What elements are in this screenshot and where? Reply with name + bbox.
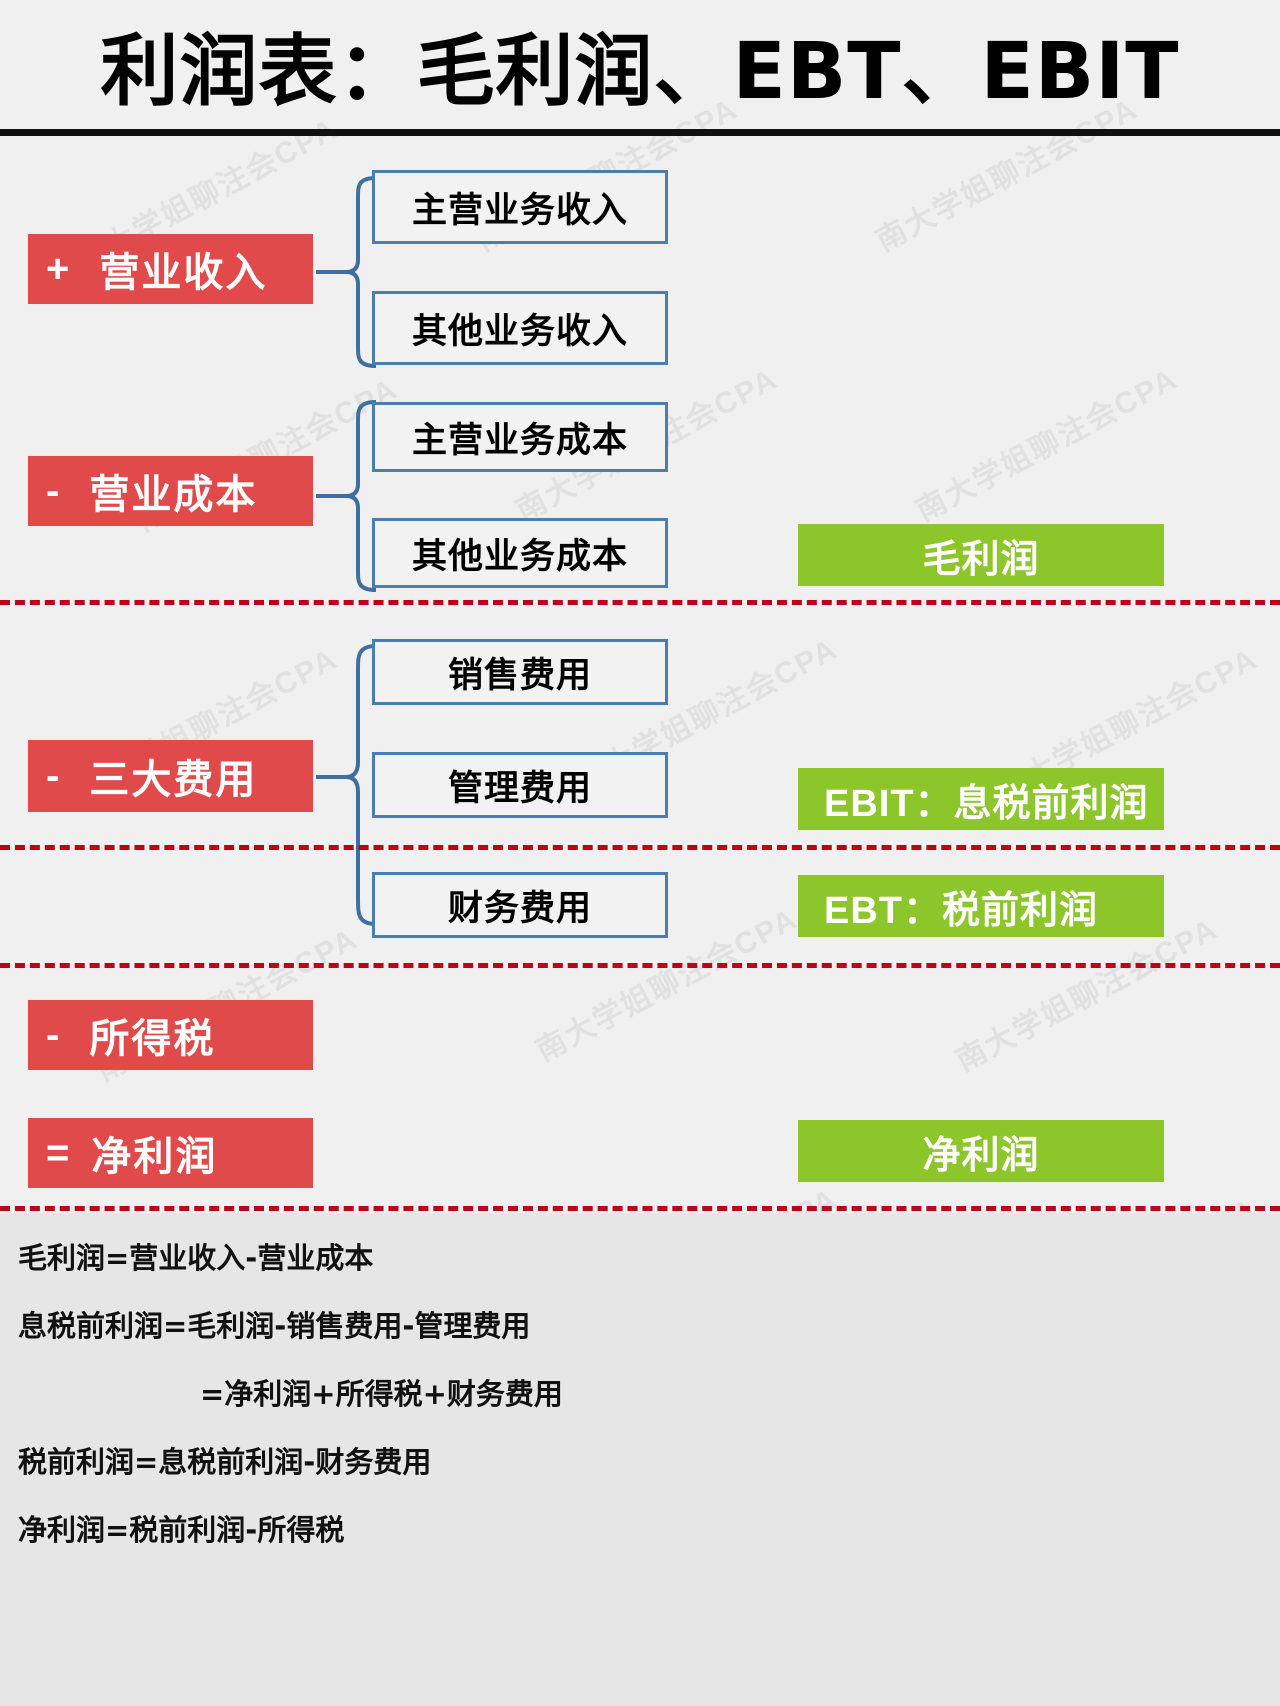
child-box-main-business-cost[interactable]: 主营业务成本	[372, 402, 668, 472]
row-label-operating-cost[interactable]: - 营业成本	[28, 456, 313, 526]
result-label: EBT：税前利润	[824, 889, 1099, 932]
child-box-label: 主营业务收入	[411, 190, 628, 230]
row-label-three-expenses[interactable]: - 三大费用	[28, 740, 313, 812]
formula-row: =净利润+所得税+财务费用	[200, 1377, 563, 1411]
divider-ebit	[0, 845, 1280, 850]
child-box-label: 财务费用	[447, 888, 592, 928]
child-box-label: 管理费用	[447, 768, 592, 808]
row-label-operating-revenue[interactable]: + 营业收入	[28, 234, 313, 304]
divider-bottom	[0, 1206, 1280, 1211]
divider-gross-profit	[0, 600, 1280, 605]
result-ebit[interactable]: EBIT：息税前利润	[798, 768, 1164, 830]
child-box-finance-expense[interactable]: 财务费用	[372, 872, 668, 938]
row-label: 营业成本	[89, 473, 258, 517]
row-label: 营业收入	[99, 251, 268, 295]
row-label: 所得税	[89, 1017, 216, 1061]
child-box-selling-expense[interactable]: 销售费用	[372, 639, 668, 705]
child-box-label: 其他业务成本	[411, 536, 628, 576]
formula-panel: 毛利润=营业收入-营业成本 息税前利润=毛利润-销售费用-管理费用 =净利润+所…	[0, 1213, 1280, 1706]
brace-connector-cost	[316, 400, 377, 592]
child-box-other-business-revenue[interactable]: 其他业务收入	[372, 291, 668, 365]
formula-row: 息税前利润=毛利润-销售费用-管理费用	[18, 1309, 531, 1343]
row-sign: =	[46, 1130, 70, 1175]
result-label: EBIT：息税前利润	[824, 782, 1149, 825]
result-label: 净利润	[922, 1134, 1040, 1177]
child-box-admin-expense[interactable]: 管理费用	[372, 752, 668, 818]
row-sign: -	[46, 1012, 60, 1057]
child-box-label: 销售费用	[447, 655, 592, 695]
page-title-bar: 利润表：毛利润、EBT、EBIT	[0, 0, 1280, 136]
page-title: 利润表：毛利润、EBT、EBIT	[100, 26, 1180, 117]
row-label: 净利润	[91, 1135, 218, 1179]
result-label: 毛利润	[922, 538, 1040, 581]
row-sign: -	[46, 753, 60, 798]
result-ebt[interactable]: EBT：税前利润	[798, 875, 1164, 937]
watermark: 南大学姐聊注会CPA	[910, 362, 1184, 528]
formula-row: 毛利润=营业收入-营业成本	[18, 1241, 374, 1275]
formula-list: 毛利润=营业收入-营业成本 息税前利润=毛利润-销售费用-管理费用 =净利润+所…	[18, 1235, 678, 1575]
formula-row: 税前利润=息税前利润-财务费用	[18, 1445, 432, 1479]
brace-connector-revenue	[316, 176, 377, 368]
child-box-label: 其他业务收入	[411, 311, 628, 351]
row-sign: -	[46, 468, 60, 513]
brace-connector-expenses	[316, 644, 377, 926]
result-gross-profit[interactable]: 毛利润	[798, 524, 1164, 586]
formula-row: 净利润=税前利润-所得税	[18, 1513, 345, 1547]
child-box-main-business-revenue[interactable]: 主营业务收入	[372, 170, 668, 244]
child-box-label: 主营业务成本	[411, 420, 628, 460]
row-label: 三大费用	[89, 758, 258, 802]
divider-ebt	[0, 963, 1280, 968]
row-label-net-profit[interactable]: = 净利润	[28, 1118, 313, 1188]
row-label-income-tax[interactable]: - 所得税	[28, 1000, 313, 1070]
row-sign: +	[46, 246, 70, 291]
child-box-other-business-cost[interactable]: 其他业务成本	[372, 518, 668, 588]
result-net-profit[interactable]: 净利润	[798, 1120, 1164, 1182]
